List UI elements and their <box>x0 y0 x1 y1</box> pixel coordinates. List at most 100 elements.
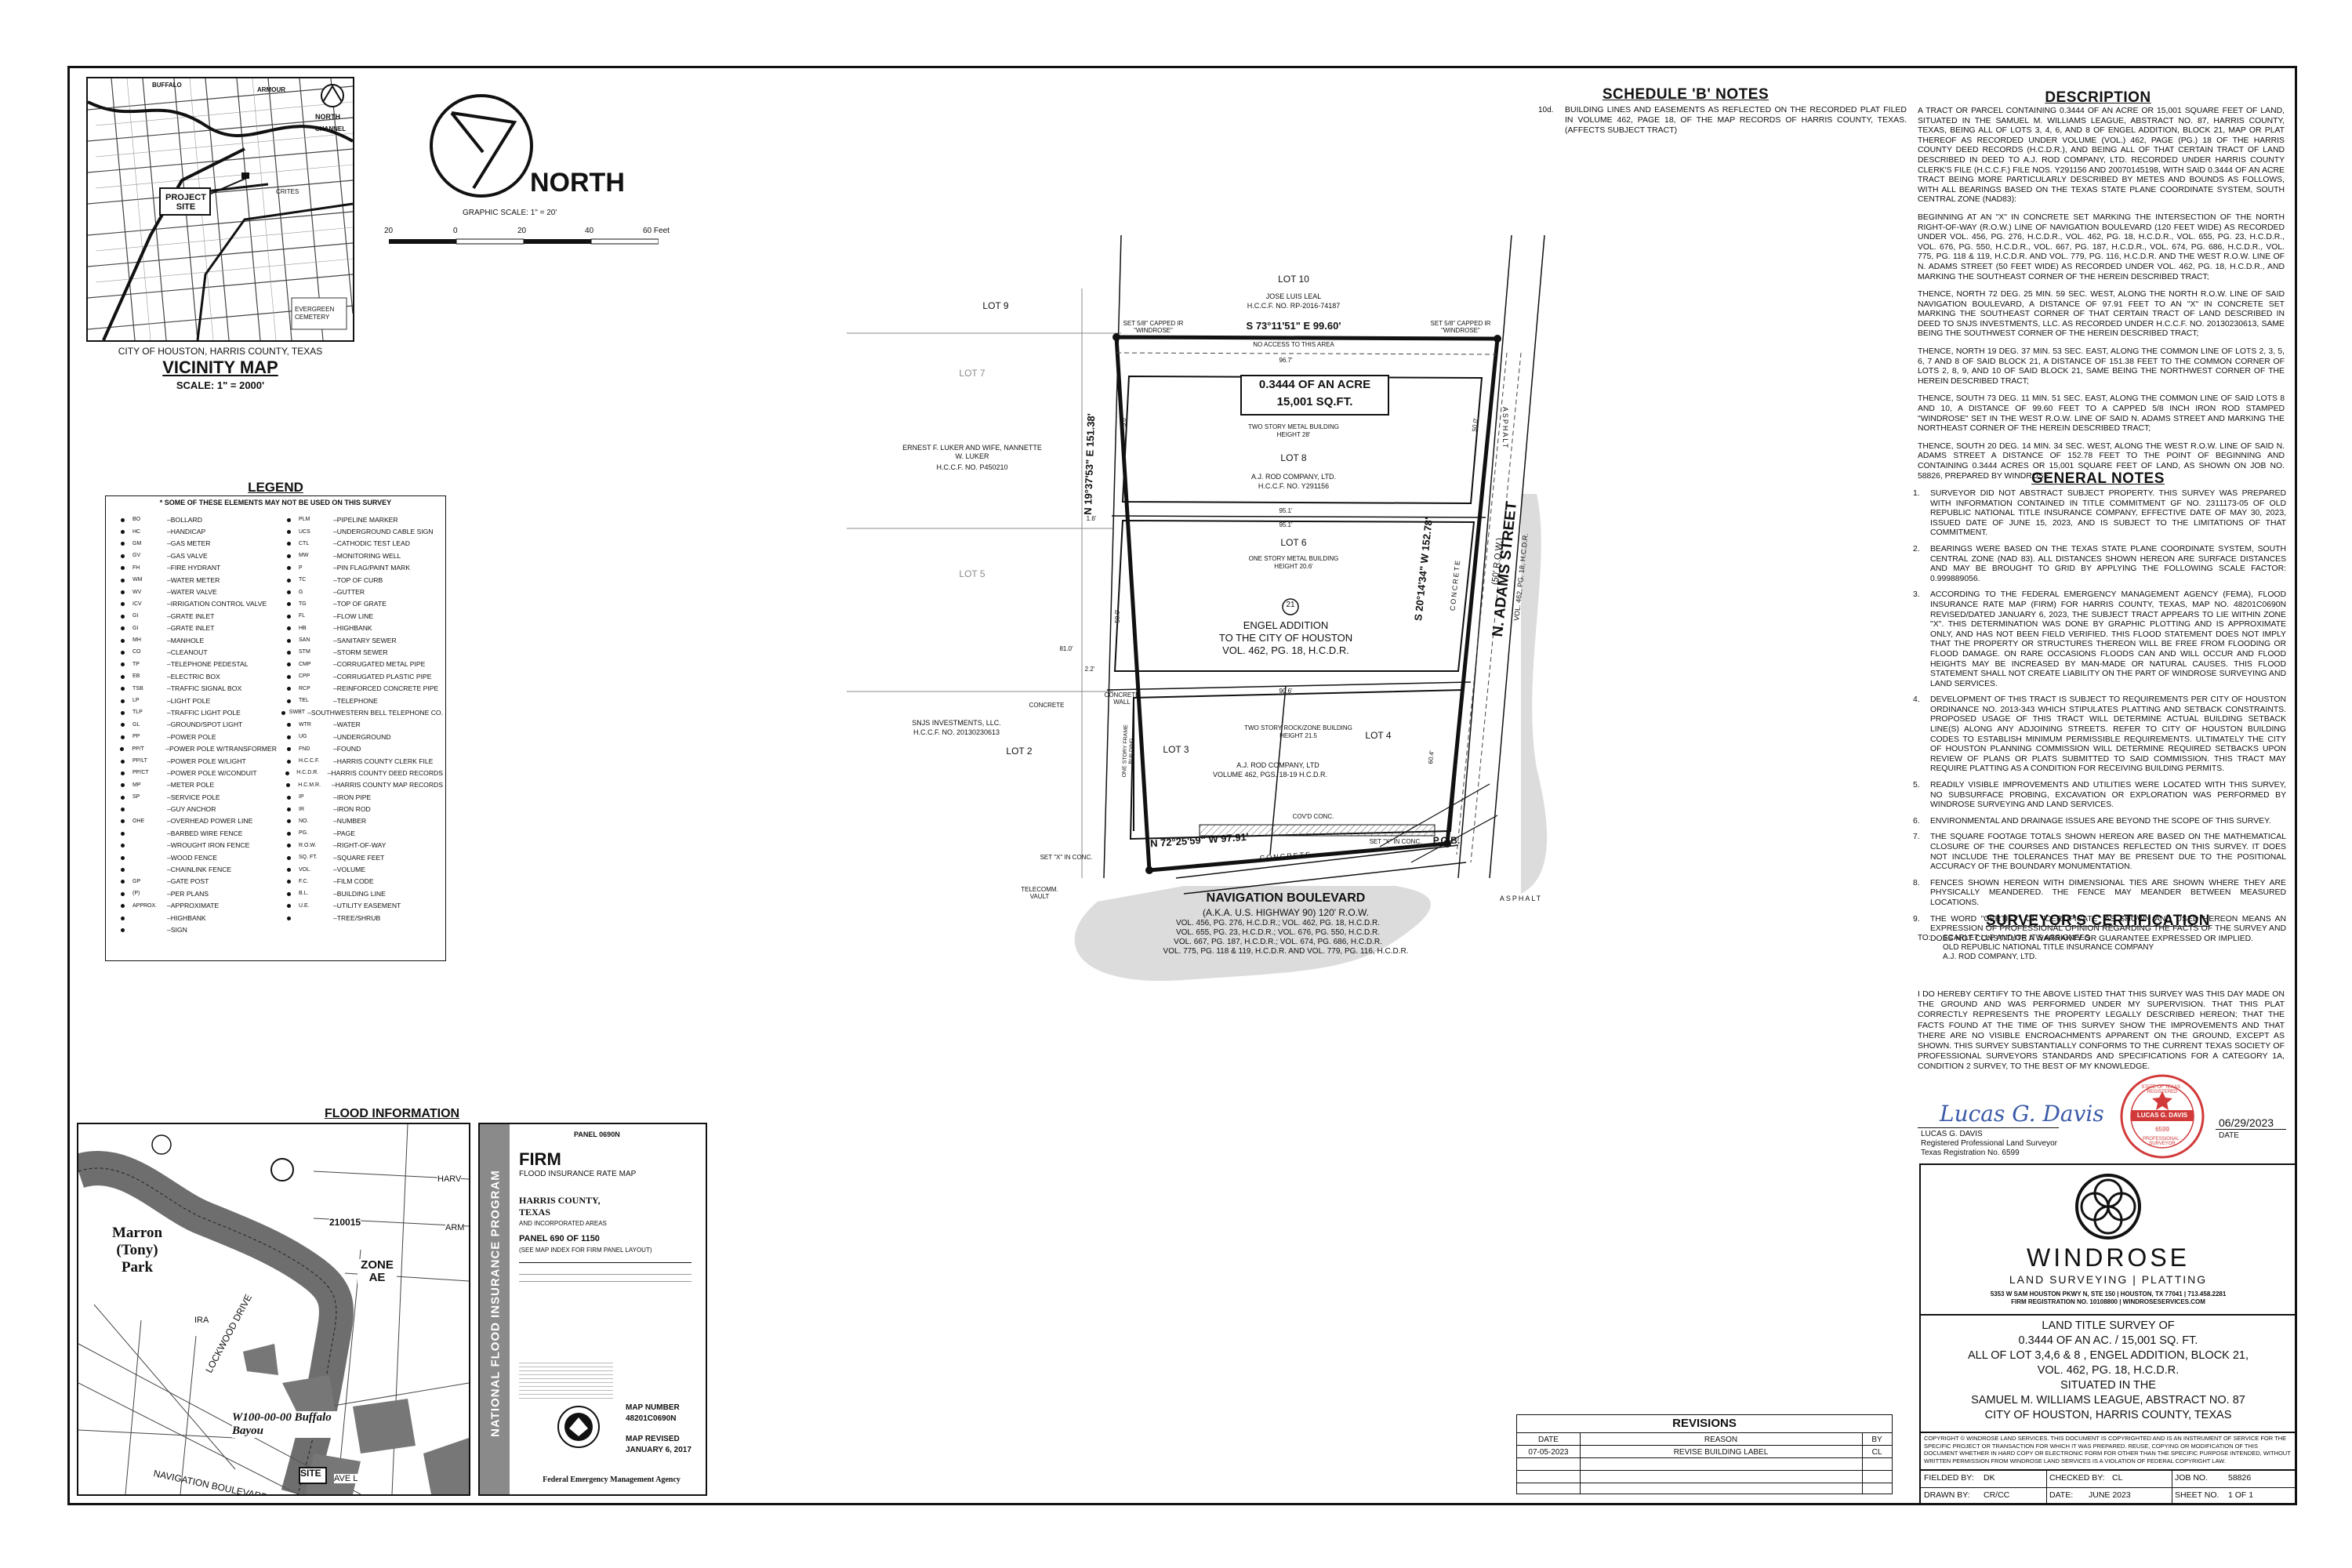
survey-title-line: VOL. 462, PG. 18, H.C.D.R. <box>2037 1364 2180 1377</box>
legend-row: H.C.M.R.– HARRIS COUNTY MAP RECORDS <box>278 779 443 791</box>
legend-row: CMP– CORRUGATED METAL PIPE <box>278 659 443 670</box>
description-paragraph: BEGINNING AT AN "X" IN CONCRETE SET MARK… <box>1918 212 2285 281</box>
legend-symbol-icon <box>278 697 299 705</box>
legend-label: HARRIS COUNTY DEED RECORDS <box>331 768 443 777</box>
legend-abbrev: STM <box>299 649 310 655</box>
legend-symbol-icon <box>278 902 299 909</box>
revisions-header-reason: REASON <box>1704 1436 1738 1444</box>
legend-abbrev: PP <box>132 734 140 740</box>
job-no: 58826 <box>2228 1473 2252 1483</box>
legend-label: ELECTRIC BOX <box>170 672 220 681</box>
legend-label: POWER POLE <box>170 732 216 741</box>
set-rod-right: SET 5/8" CAPPED IR "WINDROSE" <box>1430 320 1491 334</box>
legend-label: REINFORCED CONCRETE PIPE <box>336 684 439 693</box>
legend-symbol-icon <box>278 854 299 862</box>
legend-symbol-icon <box>112 914 132 922</box>
legend-row: WV– WATER VALVE <box>112 586 277 597</box>
flood-zone-label: ZONE AE <box>358 1259 397 1284</box>
lot2-label: LOT 2 <box>1006 746 1033 757</box>
legend-symbol-icon <box>278 914 299 922</box>
legend-label: SANITARY SEWER <box>336 636 397 644</box>
general-note-text: THE SQUARE FOOTAGE TOTALS SHOWN HEREON A… <box>1930 833 2286 872</box>
legend-row: MP– METER POLE <box>112 779 277 791</box>
general-note-text: ENVIRONMENTAL AND DRAINAGE ISSUES ARE BE… <box>1930 816 2271 826</box>
revision-date: 07-05-2023 <box>1528 1448 1569 1457</box>
flood-bayou-label: W100-00-00 Buffalo Bayou <box>232 1411 342 1438</box>
legend-label: TRAFFIC LIGHT POLE <box>170 708 241 717</box>
legend-symbol-icon <box>112 781 132 789</box>
flood-title: FLOOD INFORMATION <box>324 1107 460 1120</box>
general-note-text: ACCORDING TO THE FEDERAL EMERGENCY MANAG… <box>1930 590 2286 688</box>
nav-blvd-vol3: VOL. 667, PG. 187, H.C.D.R.; VOL. 674, P… <box>1174 938 1382 946</box>
legend-row: GI– GRATE INLET <box>112 610 277 622</box>
legend-label: CATHODIC TEST LEAD <box>336 539 410 548</box>
general-note-text: THE WORD "CERTIFY" OR "CERTIFICATE" AS S… <box>1930 914 2286 943</box>
legend-label: GAS METER <box>170 539 211 548</box>
lot8-bldg: TWO STORY METAL BUILDING HEIGHT 28' <box>1247 423 1340 438</box>
lot3-label: LOT 3 <box>1163 744 1189 755</box>
legend-abbrev: LP <box>132 698 140 704</box>
firm-map-number-label: MAP NUMBER <box>626 1403 680 1412</box>
lot7-owner: ERNEST F. LUKER AND WIFE, NANNETTE W. LU… <box>902 444 1042 460</box>
general-notes-list: 1.SURVEYOR DID NOT ABSTRACT SUBJECT PROP… <box>1913 489 2286 950</box>
legend-abbrev: RCP <box>299 685 310 691</box>
legend-label: PIN FLAG/PAINT MARK <box>336 564 411 572</box>
legend-row: CPP– CORRUGATED PLASTIC PIPE <box>278 670 443 682</box>
nav-blvd-vol1: VOL. 456, PG. 276, H.C.D.R.; VOL. 462, P… <box>1175 919 1381 927</box>
legend-abbrev: NO. <box>299 818 309 824</box>
addition-label-2: TO THE CITY OF HOUSTON <box>1218 632 1353 644</box>
legend-abbrev: FL <box>299 613 306 619</box>
legend-symbol-icon <box>112 817 132 825</box>
date-label: DATE <box>2219 1131 2239 1140</box>
legend-symbol-icon <box>278 516 299 524</box>
legend-label: GATE POST <box>170 877 209 886</box>
legend-symbol-icon <box>112 612 132 620</box>
firm-panel: NATIONAL FLOOD INSURANCE PROGRAM PANEL 0… <box>478 1123 707 1496</box>
legend-label: FLOW LINE <box>336 612 374 620</box>
legend-label: UNDERGROUND <box>336 732 391 741</box>
vicinity-map: PROJECT SITE NORTH BUFFALO ARMOUR CHANNE… <box>86 77 354 342</box>
scale-tick-40: 40 <box>585 227 594 235</box>
flood-map: Marron (Tony) Park ZONE AE W100-00-00 Bu… <box>77 1123 470 1496</box>
legend-symbol-icon <box>278 624 299 632</box>
company-firm: FIRM REGISTRATION NO. 10108800 | WINDROS… <box>2011 1298 2205 1305</box>
firm-panel-num: PANEL 690 OF 1150 <box>519 1234 600 1243</box>
pob-label: P.O.B. <box>1432 835 1461 846</box>
legend-symbol-icon <box>112 697 132 705</box>
legend-symbol-icon <box>278 733 299 741</box>
legend-symbol-icon <box>278 745 299 753</box>
legend-abbrev: WTR <box>299 721 311 728</box>
legend-abbrev: TG <box>299 601 307 607</box>
legend-abbrev: ICV <box>132 601 142 607</box>
firm-county-sub: AND INCORPORATED AREAS <box>519 1220 607 1227</box>
legend-row: SQ. FT.– SQUARE FEET <box>278 851 443 863</box>
legend-row: GI– GRATE INLET <box>112 622 277 634</box>
legend-symbol-icon <box>278 841 299 849</box>
legend-label: IRON PIPE <box>336 793 372 801</box>
legend-label: MANHOLE <box>170 636 205 644</box>
lot6-label: LOT 6 <box>1280 537 1307 548</box>
legend-abbrev: PG. <box>299 830 309 837</box>
legend-symbol-icon <box>112 637 132 644</box>
legend-abbrev: UCS <box>299 528 310 535</box>
legend-abbrev: IR <box>299 806 304 812</box>
revision-by: CL <box>1871 1448 1882 1457</box>
legend-symbol-icon <box>112 866 132 873</box>
legend-row: CO– CLEANOUT <box>112 646 277 658</box>
telecomm-label: TELECOMM. VAULT <box>1021 886 1058 900</box>
legend-symbol-icon <box>278 769 296 777</box>
survey-title-line: ALL OF LOT 3,4,6 & 8 , ENGEL ADDITION, B… <box>1967 1349 2249 1362</box>
legend-label: PIPELINE MARKER <box>336 515 398 524</box>
lot2-owner: SNJS INVESTMENTS, LLC. <box>912 719 1001 727</box>
lot6-bldg: ONE STORY METAL BUILDING HEIGHT 20.6' <box>1248 555 1339 570</box>
firm-panel-sub: (SEE MAP INDEX FOR FIRM PANEL LAYOUT) <box>519 1247 652 1254</box>
legend-row: P– PIN FLAG/PAINT MARK <box>278 562 443 574</box>
legend-abbrev: B.L. <box>299 891 309 897</box>
legend-label: CHAINLINK FENCE <box>170 866 232 874</box>
legend-symbol-icon <box>112 624 132 632</box>
legend-symbol-icon <box>112 648 132 656</box>
description-paragraph: THENCE, SOUTH 20 DEG. 14 MIN. 34 SEC. WE… <box>1918 441 2285 481</box>
description-paragraph: THENCE, SOUTH 73 DEG. 11 MIN. 51 SEC. EA… <box>1918 394 2285 434</box>
legend-label: IRRIGATION CONTROL VALVE <box>170 600 267 608</box>
